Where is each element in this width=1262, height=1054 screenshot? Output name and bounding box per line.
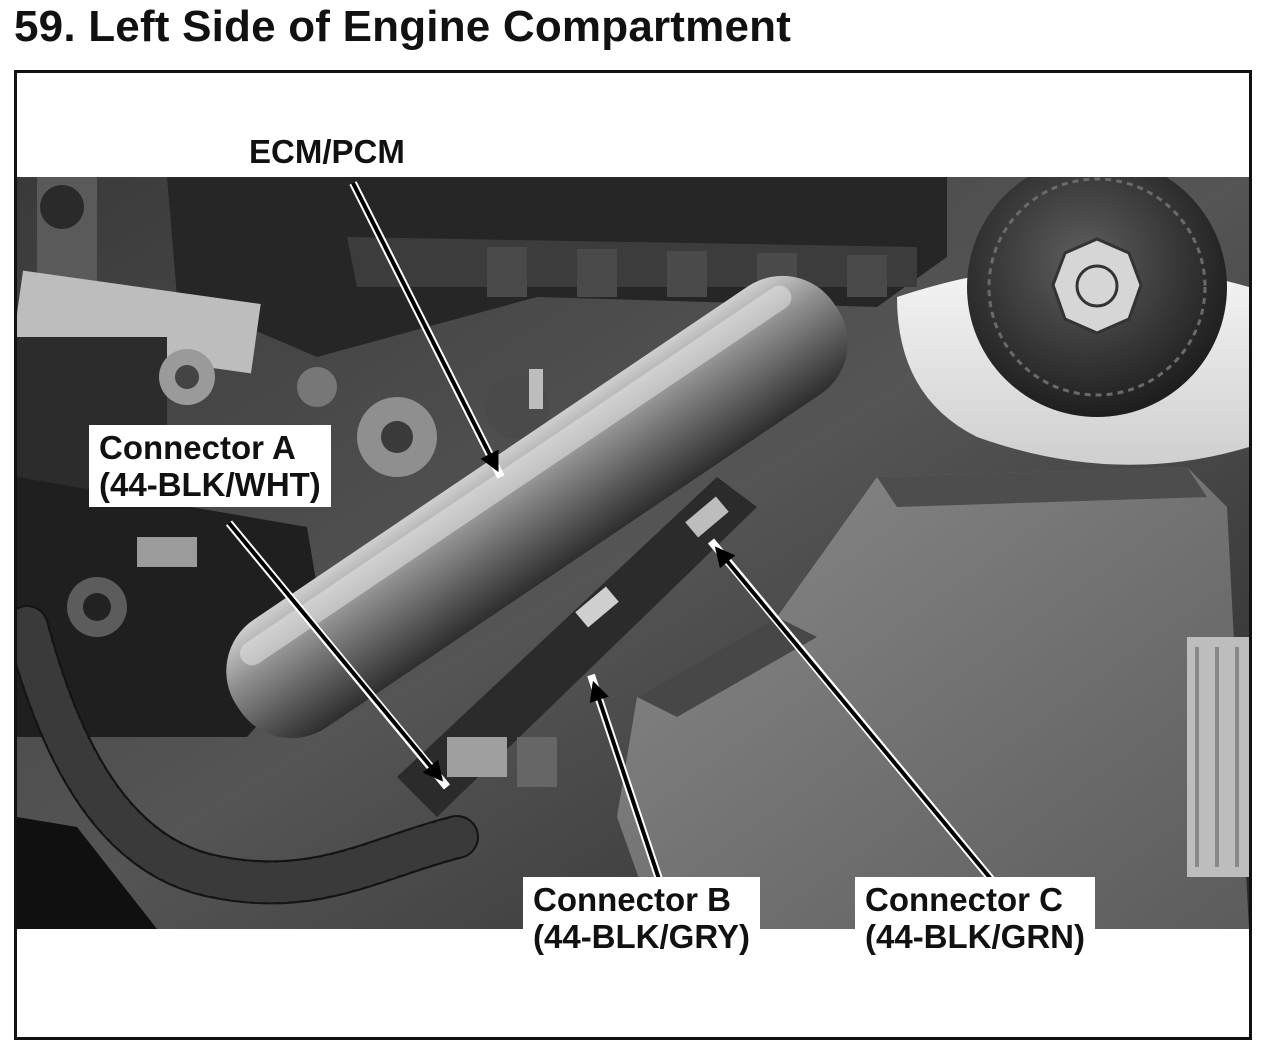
ecm-pcm-label: ECM/PCM [239, 129, 415, 174]
connector-b-name: Connector B [533, 881, 731, 918]
figure-frame: ECM/PCM Connector A (44-BLK/WHT) Connect… [14, 70, 1252, 1040]
connector-a-spec: (44-BLK/WHT) [99, 466, 321, 503]
engine-photo [17, 177, 1249, 929]
connector-c-name: Connector C [865, 881, 1063, 918]
engine-photo-drawing [17, 177, 1249, 929]
connector-a-name: Connector A [99, 429, 296, 466]
page-title: 59. Left Side of Engine Compartment [14, 2, 792, 51]
connector-b-label: Connector B (44-BLK/GRY) [523, 877, 760, 959]
connector-c-spec: (44-BLK/GRN) [865, 918, 1085, 955]
connector-b-spec: (44-BLK/GRY) [533, 918, 750, 955]
connector-c-label: Connector C (44-BLK/GRN) [855, 877, 1095, 959]
connector-a-label: Connector A (44-BLK/WHT) [89, 425, 331, 507]
ecm-pcm-text: ECM/PCM [249, 133, 405, 170]
